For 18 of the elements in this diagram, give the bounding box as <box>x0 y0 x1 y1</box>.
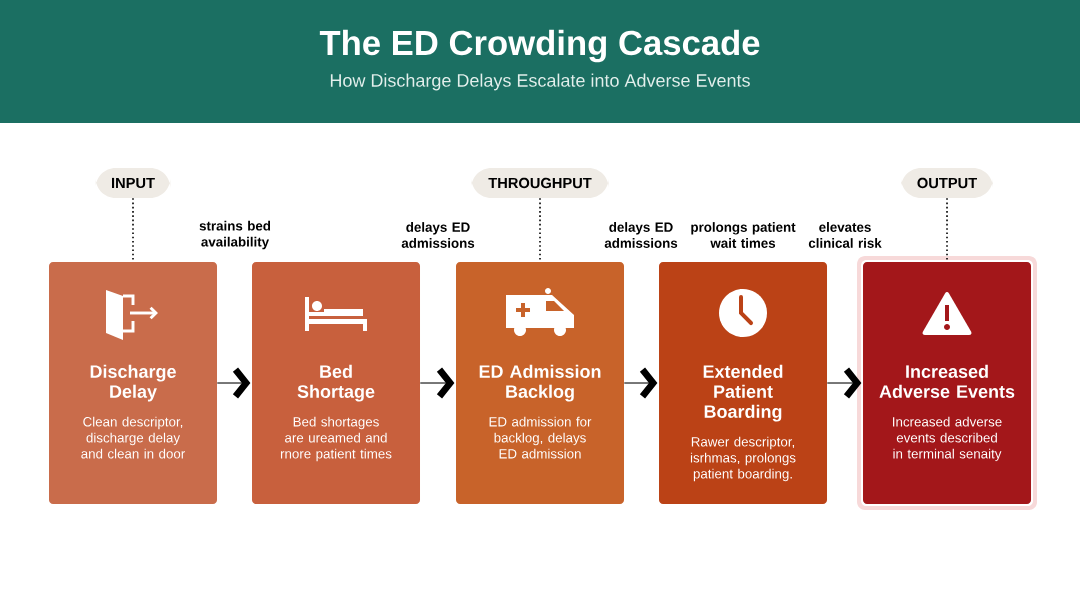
dotted-connector <box>946 197 948 263</box>
annotation-text: prolongs patient wait times <box>691 222 796 248</box>
process-box: Extended Patient Boarding Rawer descriptor, isrhmas, prolongs patient boarding. <box>659 262 827 504</box>
process-box: Increased Adverse Events Increased adverse events described in terminal senaity <box>857 256 1037 510</box>
stage-pill: INPUT <box>95 168 171 198</box>
subtitle: How Discharge Delays Escalate into Adverse Events <box>330 73 750 91</box>
dotted-connector <box>539 197 541 263</box>
annotation-text: delays ED admissions <box>401 222 475 248</box>
annotation-text: elevates clinical risk <box>808 222 882 248</box>
dotted-connector <box>132 197 134 263</box>
process-box: Discharge Delay Clean descriptor, discharge delay and clean in door <box>49 262 217 504</box>
stage-pill: OUTPUT <box>901 168 993 198</box>
annotation-text: delays ED admissions <box>604 222 678 248</box>
title: The ED Crowding Cascade <box>319 29 760 63</box>
stage-pill: THROUGHPUT <box>471 168 609 198</box>
process-box: ED Admission Backlog ED admission for backlog, delays ED admission <box>456 262 624 504</box>
process-box: Bed Shortage Bed shortages are ureamed and rnore patient times <box>252 262 420 504</box>
annotation-text: strains bed availability <box>199 220 271 250</box>
